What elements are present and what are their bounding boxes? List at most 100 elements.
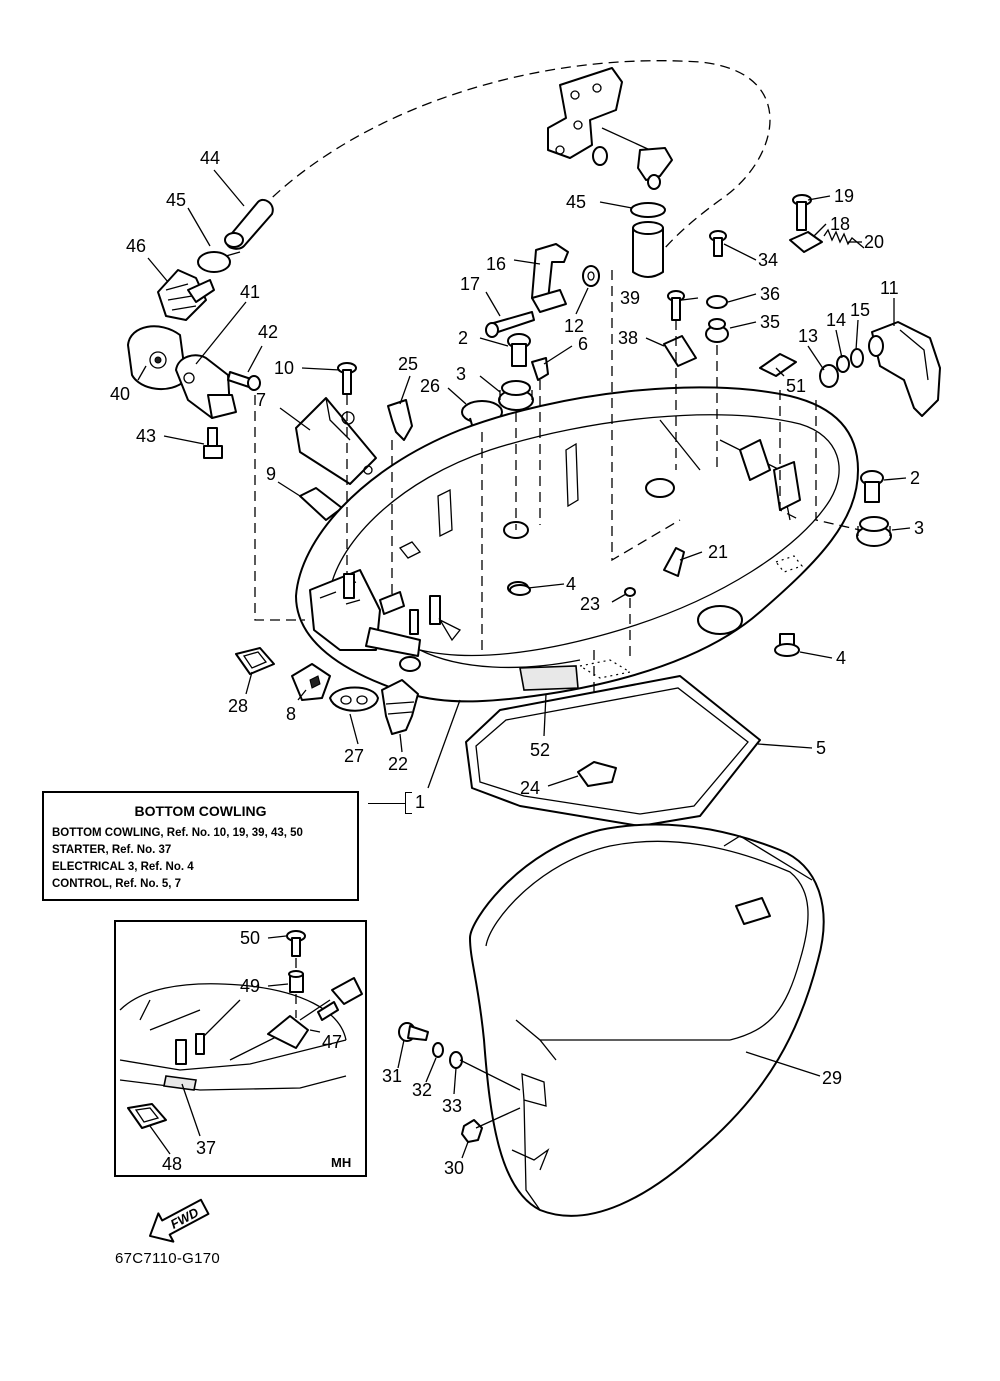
bolt-2-left xyxy=(507,333,531,367)
collar-4-right xyxy=(774,633,800,657)
callout-47: 47 xyxy=(322,1032,342,1052)
bolt-31 xyxy=(398,1022,429,1042)
callout-labels: 44 45 46 40 41 42 43 10 7 9 25 26 3 2 6 … xyxy=(110,148,924,1178)
callout-28: 28 xyxy=(228,696,248,716)
grommet-22 xyxy=(381,679,419,735)
callout-22: 22 xyxy=(388,754,408,774)
bolt-50 xyxy=(286,930,306,957)
nipple-6 xyxy=(531,357,549,381)
screw-10 xyxy=(337,362,357,395)
callout-40: 40 xyxy=(110,384,130,404)
knob-46 xyxy=(157,269,215,321)
washer-15 xyxy=(850,348,864,368)
legend-bracket xyxy=(405,792,412,814)
grommet-27 xyxy=(329,686,379,712)
callout-2-right: 2 xyxy=(910,468,920,488)
washer-14 xyxy=(836,355,850,373)
label-51 xyxy=(759,353,797,377)
callout-16: 16 xyxy=(486,254,506,274)
collar-4-inner xyxy=(509,584,531,596)
grommet-12 xyxy=(582,265,600,287)
callout-19: 19 xyxy=(834,186,854,206)
nut-30 xyxy=(461,1119,483,1143)
sensor-47 xyxy=(267,977,363,1049)
leader-lines xyxy=(137,169,911,1159)
hose-clamp-45-top xyxy=(630,202,666,278)
inset-tag: MH xyxy=(331,1155,352,1170)
hose-clamp-45-left xyxy=(197,251,241,273)
bottom-cowling-main xyxy=(295,386,859,703)
callout-29: 29 xyxy=(822,1068,842,1088)
callout-8: 8 xyxy=(286,704,296,724)
callout-27: 27 xyxy=(344,746,364,766)
callout-4-inner: 4 xyxy=(566,574,576,594)
callout-11: 11 xyxy=(880,278,899,298)
inset-frame xyxy=(114,920,367,1177)
screw-23 xyxy=(624,587,636,597)
callout-31: 31 xyxy=(382,1066,402,1086)
callout-5: 5 xyxy=(816,738,826,758)
insulator-38 xyxy=(663,335,697,367)
collar-49 xyxy=(288,970,304,993)
callout-14: 14 xyxy=(826,310,846,330)
grommet-48 xyxy=(127,1103,167,1129)
callout-21: 21 xyxy=(708,542,728,562)
plate-18 xyxy=(789,231,823,253)
bolt-43 xyxy=(203,427,223,459)
callout-49: 49 xyxy=(240,976,260,996)
callout-20: 20 xyxy=(864,232,884,252)
callout-39: 39 xyxy=(620,288,640,308)
callout-13: 13 xyxy=(798,326,818,346)
legend-title: BOTTOM COWLING xyxy=(134,803,267,819)
callout-46: 46 xyxy=(126,236,146,256)
cable-end-opening xyxy=(224,232,244,248)
bolt-17 xyxy=(485,311,535,338)
lower-cover-29 xyxy=(469,823,825,1217)
fwd-arrow: FWD xyxy=(148,1198,210,1243)
callout-51: 51 xyxy=(786,376,806,396)
washer-36 xyxy=(706,295,728,309)
legend-line: BOTTOM COWLING, Ref. No. 10, 19, 39, 43,… xyxy=(52,827,303,839)
callout-9: 9 xyxy=(266,464,276,484)
grommet-35 xyxy=(705,318,729,343)
bolt-34 xyxy=(709,230,727,257)
legend-box: BOTTOM COWLING BOTTOM COWLING, Ref. No. … xyxy=(42,791,359,901)
callout-45-top: 45 xyxy=(566,192,586,212)
plug-21 xyxy=(663,547,685,577)
callout-7: 7 xyxy=(256,390,266,410)
bracket-7 xyxy=(295,397,377,485)
callout-4-right: 4 xyxy=(836,648,846,668)
nut-13 xyxy=(819,364,839,388)
callout-15: 15 xyxy=(850,300,870,320)
callout-52: 52 xyxy=(530,740,550,760)
grommet-28 xyxy=(235,647,275,675)
callout-25: 25 xyxy=(398,354,418,374)
spring-20 xyxy=(823,228,865,249)
diagram-code: 67C7110-G170 xyxy=(115,1250,221,1267)
screw-42 xyxy=(227,371,261,391)
callout-18: 18 xyxy=(830,214,850,234)
callout-36: 36 xyxy=(760,284,780,304)
callout-6: 6 xyxy=(578,334,588,354)
callout-26: 26 xyxy=(420,376,440,396)
cable-loop xyxy=(239,60,771,273)
cover-40 xyxy=(127,325,187,391)
callout-50: 50 xyxy=(240,928,260,948)
callout-12: 12 xyxy=(564,316,584,336)
callout-44: 44 xyxy=(200,148,220,168)
callout-17: 17 xyxy=(460,274,480,294)
legend-leader xyxy=(368,803,405,804)
callout-35: 35 xyxy=(760,312,780,332)
callout-43: 43 xyxy=(136,426,156,446)
legend-line: ELECTRICAL 3, Ref. No. 4 xyxy=(52,861,194,873)
callout-32: 32 xyxy=(412,1080,432,1100)
callout-3-left: 3 xyxy=(456,364,466,384)
handle-11 xyxy=(868,321,941,417)
washer-32 xyxy=(432,1042,444,1058)
bolt-2-right xyxy=(860,470,884,503)
callout-34: 34 xyxy=(758,250,778,270)
callout-33: 33 xyxy=(442,1096,462,1116)
callout-30: 30 xyxy=(444,1158,464,1178)
callout-24: 24 xyxy=(520,778,540,798)
shift-bracket xyxy=(547,67,673,190)
